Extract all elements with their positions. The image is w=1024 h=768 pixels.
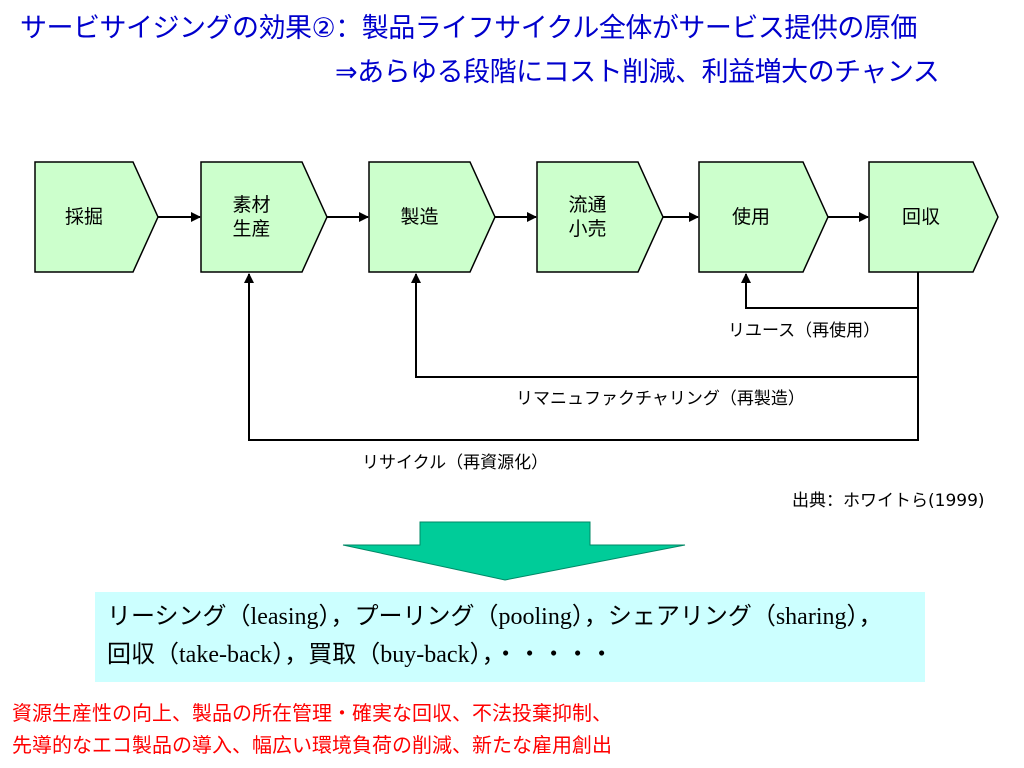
stage-shape-distribution-retail (536, 161, 664, 273)
remanufacturing-loop-arrow (411, 273, 919, 378)
stage-label-distribution-retail: 流通 小売 (568, 194, 607, 240)
reuse-label: リユース（再使用） (728, 321, 881, 341)
stage-shape-collection (868, 161, 999, 273)
examples-box: リーシング（leasing），プーリング（pooling），シェアリング（sha… (95, 592, 925, 682)
source-citation: 出典：ホワイトら(1999) (792, 491, 985, 511)
stage-label-material-production: 素材 生産 (232, 194, 271, 240)
examples-line-2: 回収（take-back），買取（buy-back），・・・・・ (107, 642, 614, 668)
examples-line-1: リーシング（leasing），プーリング（pooling），シェアリング（sha… (107, 604, 883, 630)
remanufacturing-label: リマニュファクチャリング（再製造） (516, 389, 805, 409)
reuse-loop-arrow (741, 272, 919, 309)
slide-title-line-2: ⇒あらゆる段階にコスト削減、利益増大のチャンス (335, 57, 940, 88)
recycle-label: リサイクル（再資源化） (362, 453, 549, 473)
stage-shape-manufacturing (368, 161, 496, 273)
stage-label-mining: 採掘 (64, 206, 103, 228)
stage-label-use: 使用 (731, 206, 770, 228)
stage-shape-use (698, 161, 829, 273)
stage-label-manufacturing: 製造 (400, 206, 439, 228)
conclusion-line-1: 資源生産性の向上、製品の所在管理・確実な回収、不法投棄抑制、 (12, 701, 612, 725)
stage-shape-material-production (200, 161, 328, 273)
stage-shape-mining (34, 161, 159, 273)
down-arrow (342, 521, 686, 581)
slide-title-line-1: サービサイジングの効果②：製品ライフサイクル全体がサービス提供の原価 (20, 13, 917, 44)
conclusion-line-2: 先導的なエコ製品の導入、幅広い環境負荷の削減、新たな雇用創出 (12, 733, 612, 757)
stage-label-collection: 回収 (901, 206, 940, 228)
recycle-loop-arrow (244, 273, 919, 441)
